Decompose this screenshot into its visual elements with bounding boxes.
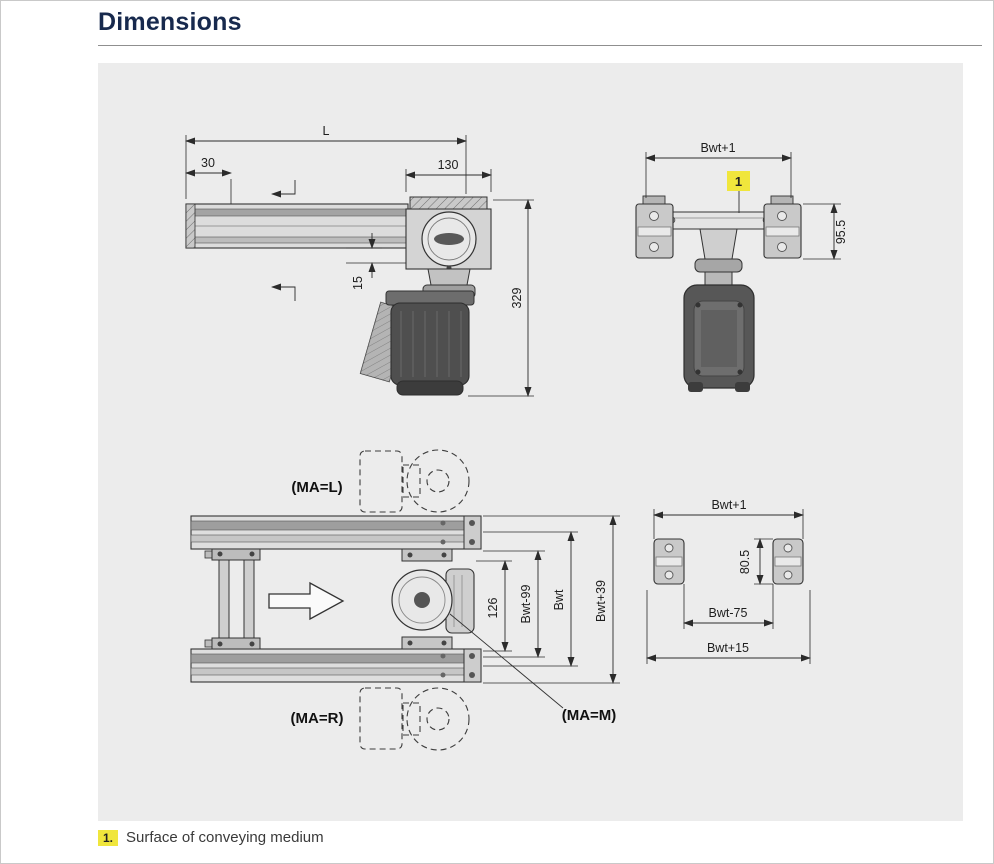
label-ma-r: (MA=R) bbox=[291, 710, 344, 727]
direction-arrow bbox=[268, 581, 345, 621]
side-view-drawing: L 30 130 15 329 bbox=[185, 124, 534, 397]
dim-bwt: Bwt bbox=[552, 589, 566, 610]
dim-130: 130 bbox=[438, 158, 459, 172]
page-title: Dimensions bbox=[98, 8, 242, 36]
drawing-panel: L 30 130 15 329 bbox=[98, 63, 963, 821]
dim-80-5: 80.5 bbox=[738, 550, 752, 574]
dim-bwt-minus-99: Bwt-99 bbox=[519, 585, 533, 624]
footnote-marker: 1. bbox=[98, 829, 119, 846]
dim-bwt-plus-39: Bwt+39 bbox=[594, 580, 608, 622]
label-ma-l: (MA=L) bbox=[291, 479, 342, 496]
dim-126: 126 bbox=[486, 598, 500, 619]
dim-bwt-minus-75: Bwt-75 bbox=[709, 606, 748, 620]
dimensions-diagram: L 30 130 15 329 bbox=[185, 124, 848, 751]
footnote-text: Surface of conveying medium bbox=[126, 829, 324, 846]
end-view-drawing: Bwt+1 1 95.5 bbox=[635, 141, 848, 392]
dim-329: 329 bbox=[510, 288, 524, 309]
dim-15: 15 bbox=[351, 276, 365, 290]
dim-bwt-plus-1-section: Bwt+1 bbox=[711, 498, 746, 512]
top-view-drawing: (MA=L) (MA=R) (MA=M) 126 Bwt-99 Bwt Bwt+… bbox=[190, 449, 620, 751]
dim-bwt-plus-1-end-view: Bwt+1 bbox=[700, 141, 735, 155]
dim-bwt-plus-15: Bwt+15 bbox=[707, 641, 749, 655]
callout-1-label: 1 bbox=[735, 174, 742, 189]
title-divider bbox=[98, 45, 982, 46]
label-ma-m: (MA=M) bbox=[562, 707, 617, 724]
callout-1-badge bbox=[727, 171, 750, 191]
footnote: 1. Surface of conveying medium bbox=[98, 829, 324, 846]
dim-30: 30 bbox=[201, 156, 215, 170]
dim-L: L bbox=[323, 124, 330, 138]
section-view-drawing: Bwt+1 80.5 Bwt-75 Bwt+15 bbox=[646, 498, 811, 664]
dim-95-5: 95.5 bbox=[834, 220, 848, 244]
